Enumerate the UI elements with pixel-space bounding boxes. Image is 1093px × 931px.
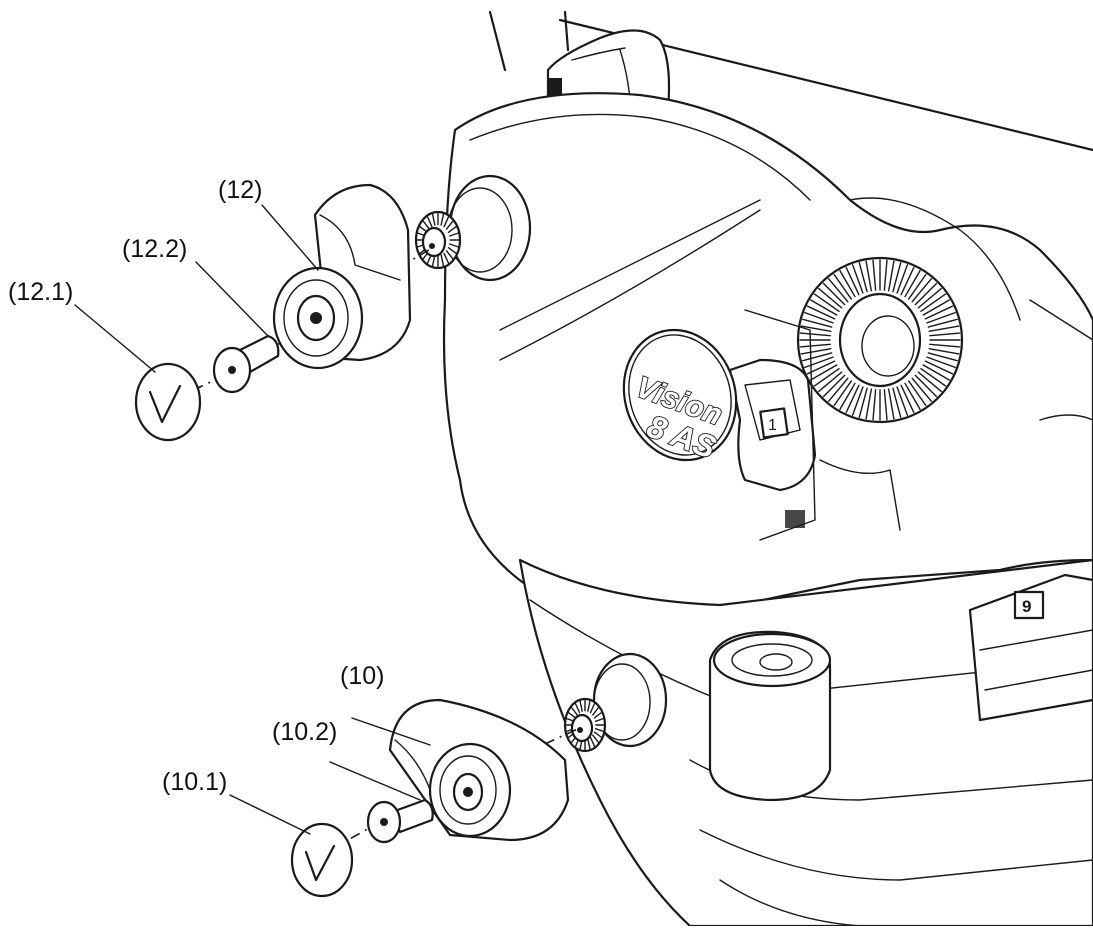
side-marker-9: 9	[1022, 597, 1031, 616]
callout-12-2: (12.2)	[122, 235, 187, 263]
leader-10-1	[229, 794, 311, 835]
lower-drive-gear	[563, 652, 668, 753]
callout-10-1: (10.1)	[162, 768, 227, 796]
knob-10	[388, 698, 570, 842]
upper-parts-set	[74, 183, 433, 442]
callout-12-1: (12.1)	[8, 278, 73, 306]
instrument-body: 1 Vision 8 AS 9	[414, 10, 1093, 928]
callout-10-2: (10.2)	[272, 718, 337, 746]
callout-10: (10)	[340, 662, 384, 690]
knob-marker-1: 1	[768, 417, 777, 434]
knob-12	[272, 183, 412, 370]
cap-12-1	[134, 362, 202, 442]
circular-bubble-vial	[708, 630, 832, 802]
leader-10-2	[329, 761, 421, 801]
cap-10-1	[290, 822, 354, 898]
side-clamp: 9	[968, 573, 1093, 722]
telescope-housing	[442, 92, 1093, 618]
leader-10	[351, 717, 431, 746]
leader-12	[261, 204, 319, 271]
callout-labels: (12) (12.2) (12.1) (10) (10.2) (10.1)	[8, 176, 384, 796]
screw-12-2	[212, 334, 280, 394]
lower-parts-set	[229, 698, 581, 898]
model-badge: Vision 8 AS	[622, 328, 738, 467]
screw-10-2	[366, 798, 434, 844]
upper-drive-gear	[414, 174, 532, 282]
leader-12-2	[195, 261, 269, 337]
leader-12-1	[74, 304, 156, 373]
leveling-knob: 1	[728, 309, 901, 541]
callout-12: (12)	[218, 176, 262, 204]
focus-knob	[796, 256, 964, 424]
